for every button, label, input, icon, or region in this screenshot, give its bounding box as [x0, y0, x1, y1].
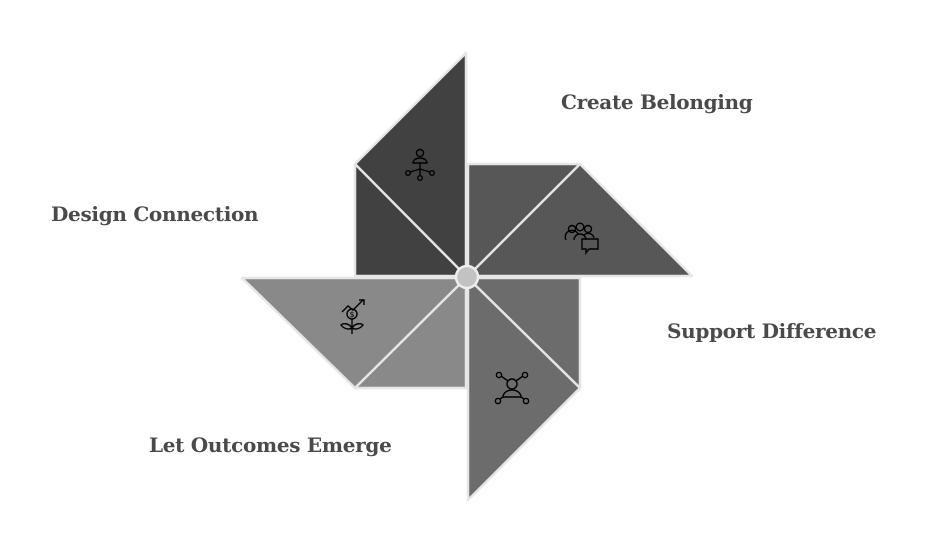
label-support-difference: Support Difference [667, 319, 877, 343]
label-create-belonging: Create Belonging [561, 90, 753, 114]
blade-left-fold [354, 277, 467, 389]
svg-text:$: $ [349, 310, 354, 319]
org-hierarchy-icon [404, 148, 435, 181]
group-chat-icon [564, 222, 599, 256]
network-person-icon [494, 371, 530, 405]
blade-top [353, 51, 468, 278]
label-design-connection: Design Connection [51, 202, 259, 226]
money-growth-plant-icon: $ [340, 299, 365, 334]
blade-bottom-fold [467, 277, 581, 389]
blade-right-fold [467, 163, 581, 277]
hub [454, 264, 480, 290]
label-let-outcomes-emerge: Let Outcomes Emerge [149, 433, 392, 457]
blade-left [240, 276, 468, 390]
blade-bottom [466, 276, 582, 502]
blade-top-fold [354, 163, 467, 277]
blade-right [466, 162, 694, 278]
